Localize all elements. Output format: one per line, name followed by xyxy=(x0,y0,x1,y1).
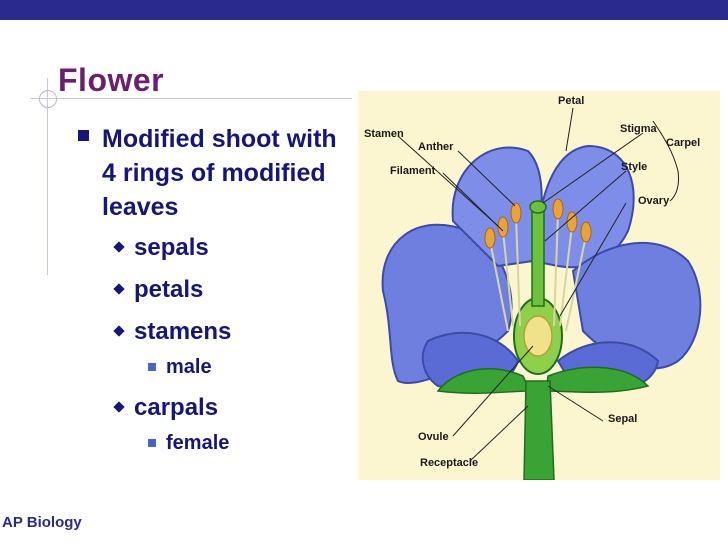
label-petal: Petal xyxy=(558,95,584,107)
label-style: Style xyxy=(621,161,647,173)
label-ovary: Ovary xyxy=(638,195,669,207)
anther xyxy=(553,199,563,219)
list-item-label: sepals xyxy=(134,234,209,262)
style xyxy=(532,211,544,306)
label-carpel: Carpel xyxy=(666,137,700,149)
stem xyxy=(524,381,554,480)
anther xyxy=(485,228,495,248)
anther xyxy=(511,203,521,223)
ovule xyxy=(524,316,552,356)
diamond-bullet-icon xyxy=(113,401,124,412)
sub-item-label: female xyxy=(166,432,229,455)
diamond-bullet-icon xyxy=(113,325,124,336)
square-bullet-icon xyxy=(148,363,156,371)
label-stigma: Stigma xyxy=(620,123,657,135)
flower-diagram: Petal Stamen Anther Filament Stigma Carp… xyxy=(358,91,720,480)
main-bullet-text: Modified shoot with 4 rings of modified … xyxy=(102,122,352,224)
flower-illustration xyxy=(358,91,720,480)
diamond-bullet-icon xyxy=(113,241,124,252)
footer-label: AP Biology xyxy=(2,514,82,531)
diamond-bullet-icon xyxy=(113,283,124,294)
crosshair-icon xyxy=(39,90,57,108)
label-receptacle: Receptacle xyxy=(420,457,478,469)
label-sepal: Sepal xyxy=(608,413,637,425)
square-bullet-icon xyxy=(78,130,89,141)
square-bullet-icon xyxy=(148,439,156,447)
label-filament: Filament xyxy=(390,165,435,177)
sub-item-label: male xyxy=(166,356,212,379)
list-item-label: carpals xyxy=(134,394,218,422)
label-anther: Anther xyxy=(418,141,453,153)
anther xyxy=(581,222,591,242)
list-item-label: stamens xyxy=(134,318,231,346)
slide-title: Flower xyxy=(58,62,164,99)
label-ovule: Ovule xyxy=(418,431,449,443)
label-stamen: Stamen xyxy=(364,128,404,140)
top-bar xyxy=(0,0,728,20)
list-item-label: petals xyxy=(134,276,203,304)
